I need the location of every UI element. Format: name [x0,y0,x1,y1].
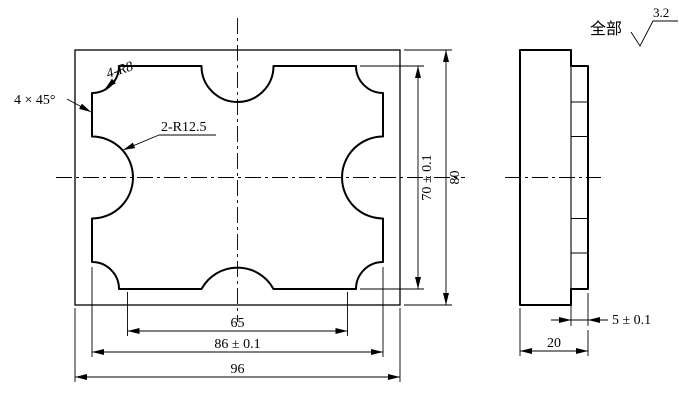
surface-scope-label: 全部 [590,20,622,38]
dim-contour-width: 86 ± 0.1 [91,267,384,357]
dim-text-contour-width: 86 ± 0.1 [214,337,260,352]
dim-overall-width: 96 [74,308,401,382]
roughness-value: 3.2 [653,5,669,20]
leader-line [104,78,116,90]
annotation-side-notches: 2-R12.5 [122,120,216,151]
part-contour [91,65,384,290]
dim-step-depth: 5 ± 0.1 [551,293,651,328]
corner-fillets-label: 4-R8 [105,59,136,82]
leader-line [66,98,92,113]
dim-text-overall-height: 80 [448,171,463,185]
side-view: 5 ± 0.1 20 [505,49,651,356]
dim-inner-width: 65 [127,292,348,336]
annotation-chamfer: 4 × 45° [14,93,92,113]
dim-text-step-depth: 5 ± 0.1 [612,313,651,328]
leader-line [122,134,160,151]
front-view: 65 86 ± 0.1 96 70 ± 0.1 80 [14,18,465,382]
dim-text-thickness: 20 [547,336,561,351]
side-notches-label: 2-R12.5 [161,120,207,135]
dim-text-inner-width: 65 [231,316,245,331]
dim-overall-height: 80 [404,49,463,306]
dim-text-contour-height: 70 ± 0.1 [420,154,435,200]
surface-finish-note: 全部 3.2 [590,5,678,47]
dim-text-overall-width: 96 [231,362,245,377]
chamfer-label: 4 × 45° [14,93,56,108]
roughness-check-icon [630,20,678,47]
side-silhouette [519,49,589,306]
dim-thickness: 20 [519,308,589,356]
dim-contour-height: 70 ± 0.1 [360,65,435,290]
annotation-corner-fillets: 4-R8 [104,59,136,90]
